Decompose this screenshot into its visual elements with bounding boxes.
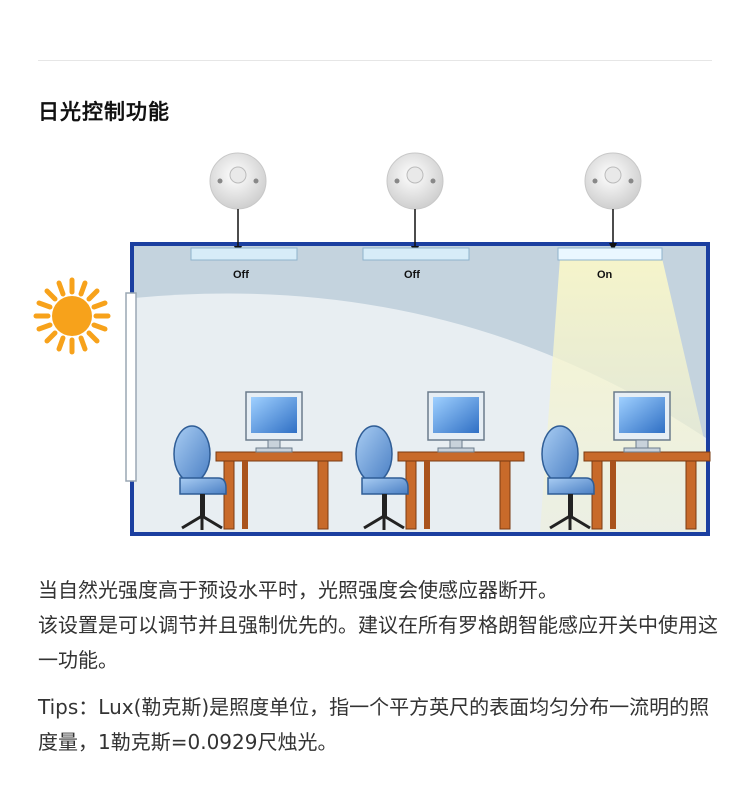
desk-icon	[583, 451, 711, 530]
ceiling-sensor-icon	[386, 152, 444, 210]
workstation-1	[173, 391, 343, 530]
description: 当自然光强度高于预设水平时，光照强度会使感应器断开。 该设置是可以调节并且强制优…	[38, 573, 718, 760]
window	[125, 292, 137, 482]
sensor-group-3: On	[557, 152, 663, 281]
office-chair-icon	[173, 425, 227, 530]
fixture-status-2: Off	[404, 269, 420, 281]
computer-monitor-icon	[613, 391, 671, 453]
description-line-2: 该设置是可以调节并且强制优先的。建议在所有罗格朗智能感应开关中使用这一功能。	[38, 613, 718, 672]
top-divider	[38, 60, 712, 61]
description-line-1: 当自然光强度高于预设水平时，光照强度会使感应器断开。	[38, 578, 558, 602]
workstation-2	[355, 391, 525, 530]
fixture-status-3: On	[597, 269, 613, 281]
section-title: 日光控制功能	[38, 100, 170, 124]
workstation-3	[541, 391, 711, 530]
light-fixture-1	[190, 247, 298, 261]
desk-icon	[397, 451, 525, 530]
light-fixture-3	[557, 247, 663, 261]
computer-monitor-icon	[427, 391, 485, 453]
sun-icon	[33, 277, 111, 355]
fixture-status-1: Off	[233, 269, 249, 281]
computer-monitor-icon	[245, 391, 303, 453]
office-chair-icon	[541, 425, 595, 530]
ceiling-sensor-icon	[584, 152, 642, 210]
tips-text: Tips：Lux(勒克斯)是照度单位，指一个平方英尺的表面均匀分布一流明的照度量…	[38, 695, 710, 754]
sensor-group-1: Off	[190, 152, 298, 281]
office-chair-icon	[355, 425, 409, 530]
sensor-group-2: Off	[362, 152, 470, 281]
light-fixture-2	[362, 247, 470, 261]
daylight-control-diagram: Off Off On	[33, 152, 711, 536]
ceiling-sensor-icon	[209, 152, 267, 210]
